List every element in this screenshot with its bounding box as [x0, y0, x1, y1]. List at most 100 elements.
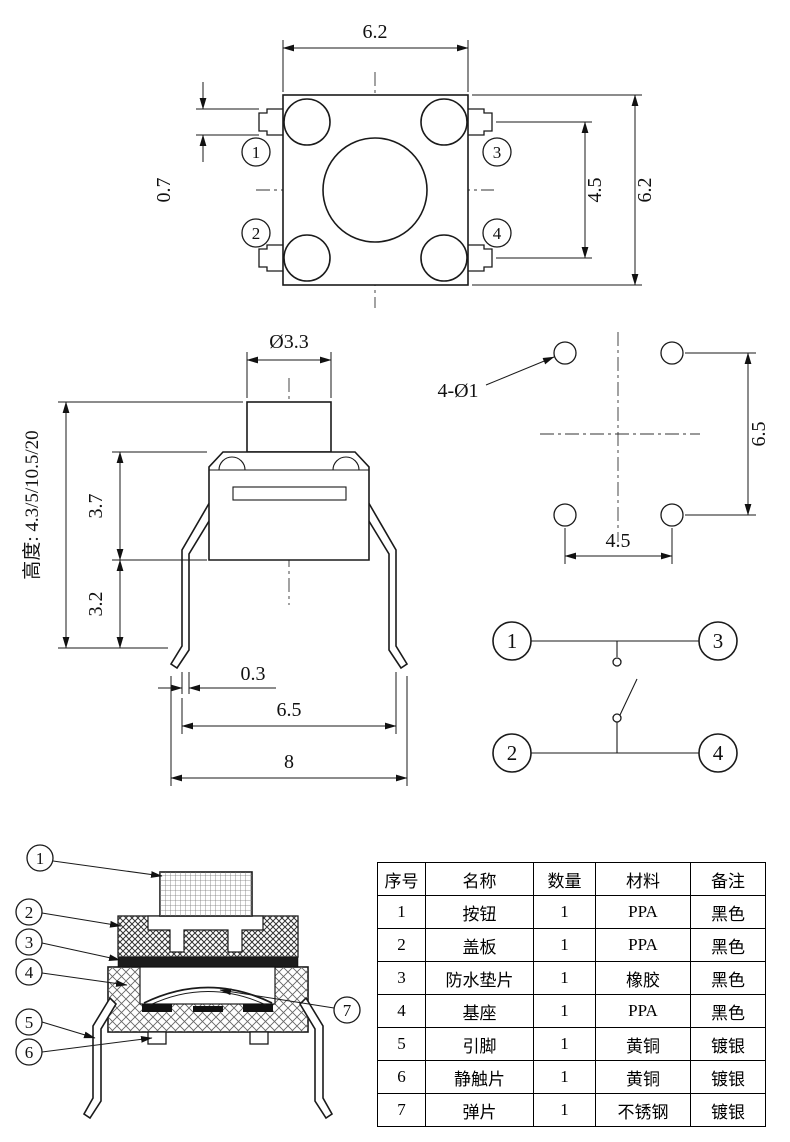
dim-body-height-label: 3.7 [85, 494, 107, 519]
pin-number-1: 1 [241, 137, 271, 167]
callout-4: 4 [15, 958, 128, 987]
terminal-label: 3 [713, 629, 724, 653]
callout-label: 3 [25, 933, 34, 952]
table-cell: 黑色 [690, 994, 766, 1028]
dim-horizontal-pitch-label: 4.5 [606, 530, 631, 552]
base-cavity [139, 966, 276, 1005]
callout-label: 5 [25, 1013, 34, 1032]
pin-number-4: 4 [482, 218, 512, 248]
contact-dot [612, 713, 622, 723]
pin-number-2: 2 [241, 218, 271, 248]
table-row: 4 基座 1 PPA 黑色 [377, 994, 766, 1028]
pin-tab [468, 108, 493, 136]
table-cell: 1 [533, 994, 596, 1028]
table-cell: 引脚 [425, 1027, 534, 1061]
table-cell: 按钮 [425, 895, 534, 929]
section-right-leg [298, 996, 334, 1120]
table-cell: 2 [377, 928, 426, 962]
table-cell: 4 [377, 994, 426, 1028]
body-front [208, 451, 370, 561]
contact-dot [612, 657, 622, 667]
left-leg [169, 498, 218, 670]
table-cell: 不锈钢 [595, 1093, 691, 1127]
pin-number-label: 3 [493, 143, 502, 162]
button-flange [147, 915, 264, 953]
callout-label: 2 [25, 903, 34, 922]
pin-head [420, 98, 468, 146]
pin-number-label: 1 [252, 143, 261, 162]
circuit-schematic: 1 3 2 4 [492, 621, 738, 773]
dim-top-width: 6.2 [282, 21, 469, 92]
col-header-no: 序号 [377, 862, 426, 896]
terminal-2: 2 [492, 733, 532, 773]
col-header-note: 备注 [690, 862, 766, 896]
dim-pin-thickness: 0.3 [158, 663, 276, 694]
table-cell: 基座 [425, 994, 534, 1028]
dim-pin-pitch-label: 6.5 [277, 699, 302, 721]
table-cell: 镀银 [690, 1060, 766, 1094]
table-row: 5 引脚 1 黄铜 镀银 [377, 1027, 766, 1061]
col-header-qty: 数量 [533, 862, 596, 896]
callout-label: 4 [25, 963, 34, 982]
pin-head [283, 98, 331, 146]
table-cell: PPA [595, 994, 691, 1028]
right-leg [360, 498, 409, 670]
table-header-row: 序号 名称 数量 材料 备注 [377, 862, 766, 896]
table-cell: 1 [377, 895, 426, 929]
pcb-hole [660, 503, 684, 527]
table-cell: 黄铜 [595, 1027, 691, 1061]
pcb-layout: 4-Ø1 6.5 4.5 [437, 332, 770, 564]
callout-1: 1 [26, 844, 163, 878]
base-post [249, 1031, 269, 1045]
section-left-leg [82, 996, 118, 1120]
pin-tab [258, 108, 283, 136]
table-cell: 弹片 [425, 1093, 534, 1127]
table-cell: 1 [533, 1093, 596, 1127]
height-label: 高度: 4.3/5/10.5/20 [21, 430, 43, 579]
col-header-name: 名称 [425, 862, 534, 896]
callout-3: 3 [15, 928, 121, 961]
callout-label: 7 [343, 1001, 352, 1020]
front-view: Ø3.3 高度: 4.3/5/10.5/20 3.7 3.2 0.3 [21, 331, 409, 786]
dim-pin-width: 0.7 [153, 82, 259, 203]
holes-label: 4-Ø1 [437, 380, 478, 402]
switch-body-top [258, 94, 493, 286]
dim-top-width-label: 6.2 [363, 21, 388, 43]
table-cell: 防水垫片 [425, 961, 534, 995]
dim-button-diameter: Ø3.3 [246, 331, 332, 398]
table-cell: 盖板 [425, 928, 534, 962]
button-circle [322, 137, 428, 243]
table-cell: 3 [377, 961, 426, 995]
dim-pin-width-label: 0.7 [153, 178, 175, 203]
pcb-hole [553, 503, 577, 527]
dim-horizontal-pitch: 4.5 [564, 528, 673, 564]
table-cell: PPA [595, 895, 691, 929]
table-cell: 镀银 [690, 1027, 766, 1061]
cover-curl-left [218, 456, 246, 471]
callout-5: 5 [15, 1008, 96, 1039]
callout-2: 2 [15, 898, 122, 928]
dim-right-inner-label: 4.5 [584, 178, 606, 203]
table-cell: 黑色 [690, 961, 766, 995]
table-cell: 静触片 [425, 1060, 534, 1094]
terminal-1: 1 [492, 621, 532, 661]
terminal-label: 4 [713, 741, 724, 765]
parts-table: 序号 名称 数量 材料 备注 1 按钮 1 PPA 黑色 2 盖板 1 PPA … [377, 862, 766, 1127]
static-contact [243, 1004, 273, 1012]
table-cell: 6 [377, 1060, 426, 1094]
table-cell: 黑色 [690, 928, 766, 962]
table-cell: PPA [595, 928, 691, 962]
inner-slot [232, 486, 347, 501]
dim-right-outer: 6.2 [472, 94, 656, 286]
callout-label: 1 [36, 849, 45, 868]
table-cell: 1 [533, 1027, 596, 1061]
dim-vertical-pitch-label: 6.5 [748, 422, 770, 447]
dim-right-outer-label: 6.2 [634, 178, 656, 203]
dim-right-inner: 4.5 [496, 121, 606, 259]
table-row: 6 静触片 1 黄铜 镀银 [377, 1060, 766, 1094]
pin-head [420, 234, 468, 282]
holes-callout: 4-Ø1 [437, 356, 555, 402]
pin-tab [258, 244, 283, 272]
